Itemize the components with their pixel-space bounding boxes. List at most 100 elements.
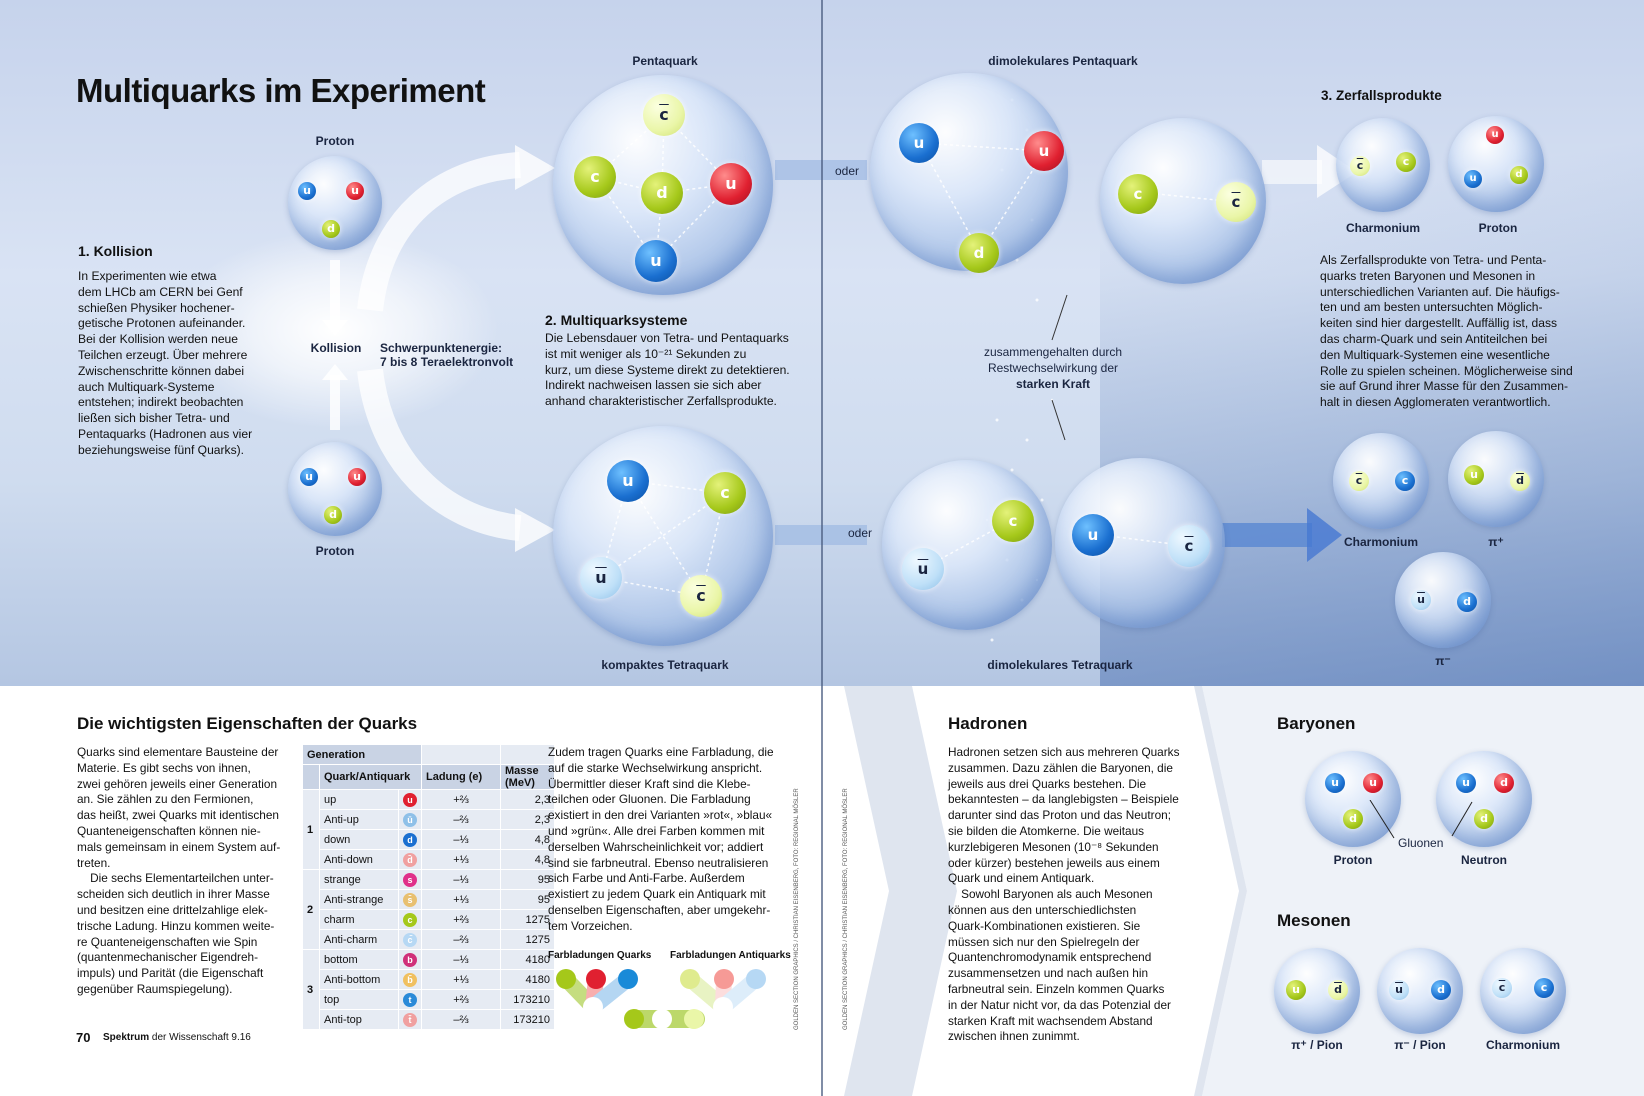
generation-cell: 3 (303, 950, 319, 1029)
text-line: In Experimenten wie etwa (78, 269, 217, 283)
text-line: teilchen oder Gluonen. Die Farbladung (548, 792, 751, 807)
hadronen-heading: Hadronen (948, 714, 1028, 733)
pentaquark-label: Pentaquark (632, 54, 698, 68)
text-line: auch Multiquark-Systeme (78, 379, 215, 394)
mesonen-heading: Mesonen (1277, 911, 1351, 930)
text-line: re Quanteneigenschaften wie Spin (77, 934, 258, 949)
pi-minus-sphere: u d (1395, 552, 1491, 648)
text-line: kurz, um diese Systeme direkt zu detekti… (545, 362, 790, 377)
oder-label-2: oder (848, 526, 873, 540)
pion-plus-sphere: u d (1274, 948, 1360, 1034)
quark-anti-c: c (1349, 471, 1369, 491)
quark-u: u (899, 123, 939, 163)
text-line: zusammensetzen und nach außen hin (948, 966, 1149, 981)
text-line: Teilchen erzeugt. Über mehrere (78, 347, 248, 362)
quark-symbol-cell: d (399, 830, 421, 849)
text-line: Zwischenschritte können dabei (78, 363, 245, 378)
mass-cell: 4,8 (501, 850, 554, 869)
text-line: impuls) und Parität (die Eigenschaft (77, 966, 264, 981)
quark-symbol-cell: s (399, 870, 421, 889)
text-line: und »grün«. Alle drei Farben kommen mit (548, 823, 765, 838)
charmonium-meson-label: Charmonium (1485, 1038, 1560, 1052)
tetraquark-label: kompaktes Tetraquark (601, 658, 729, 672)
quark-u: u (1456, 773, 1476, 793)
text-line: Die sechs Elementarteilchen unter- (77, 871, 274, 886)
quark-u: u (1486, 126, 1504, 144)
text-line: den Multiquark-Systemen eine wesentliche (1320, 347, 1550, 362)
bound-label-1: zusammengehalten durch (983, 345, 1123, 359)
text-line: Pentaquarks (Hadronen aus vier (78, 426, 253, 441)
text-line: keiten sind hier dargestellt. Auffällig … (1320, 316, 1558, 331)
quark-u: u (635, 240, 677, 282)
quark-symbol-icon: b (403, 952, 417, 967)
text-line: getische Protonen aufeinander. (78, 316, 246, 331)
section1-heading: 1. Kollision (78, 243, 153, 259)
page-spine (821, 0, 823, 1096)
quark-anti-d: d (1328, 980, 1348, 1000)
dimol-tetra-sphere-2: u c (1055, 458, 1225, 628)
quark-d: d (1457, 592, 1477, 612)
pentaquark-sphere: c c d u u (553, 75, 773, 295)
kollision-label: Kollision (310, 341, 362, 355)
quark-symbol-icon: c (403, 912, 417, 927)
quark-symbol-cell: t̄ (399, 1010, 421, 1029)
text-line: Materie. Es gibt sechs von ihnen, (77, 760, 251, 775)
quark-name-cell: up (320, 790, 398, 809)
quark-name-cell: bottom (320, 950, 398, 969)
quark-name-cell: charm (320, 910, 398, 929)
quark-symbol-cell: c (399, 910, 421, 929)
section3-heading: 3. Zerfallsprodukte (1321, 88, 1442, 103)
quark-name-cell: Anti-charm (320, 930, 398, 949)
quark-d: d (959, 233, 999, 273)
text-line: sind sie farbneutral. Ebenso neutralisie… (548, 855, 769, 870)
quark-u: u (607, 460, 649, 502)
pi-plus-sphere: u d (1448, 431, 1544, 527)
quark-d: d (1474, 809, 1494, 829)
quark-symbol-cell: b̄ (399, 970, 421, 989)
text-line: denselben Eigenschaften, aber umgekehr- (548, 902, 771, 917)
text-line: Sowohl Baryonen als auch Mesonen (948, 887, 1153, 902)
text-line: schießen Physiker hochener- (78, 300, 235, 315)
quark-c: c (1396, 152, 1416, 172)
page-title: Multiquarks im Experiment (76, 72, 486, 109)
text-line: an. Sie zählen zu den Fermionen, (77, 792, 254, 807)
table-header-charge: Ladung (e) (422, 765, 500, 789)
quark-u: u (300, 468, 318, 486)
text-line: Als Zerfallsprodukte von Tetra- und Pent… (1320, 253, 1547, 267)
flow-arrows (322, 145, 822, 552)
charge-cell: –⅔ (422, 1010, 500, 1029)
charmonium-label-2: Charmonium (1343, 535, 1418, 549)
quarks-heading: Die wichtigsten Eigenschaften der Quarks (77, 714, 418, 733)
quark-anti-c: c (1492, 978, 1512, 998)
charmonium-sphere-1: c c (1336, 118, 1430, 212)
text-line: Indirekt nachweisen lassen sie sich aber (545, 378, 762, 393)
gluon-lines (600, 480, 726, 597)
charge-cell: +⅔ (422, 990, 500, 1009)
charge-cell: +⅓ (422, 890, 500, 909)
text-line: Übermittler dieser Kraft sind die Klebe- (548, 776, 751, 791)
text-line: auf die starke Wechselwirkung anspricht. (548, 760, 763, 775)
quark-c: c (992, 500, 1034, 542)
text-line: Bei der Kollision werden neue (78, 332, 239, 347)
mass-cell: 173210 (501, 1010, 554, 1029)
text-line: Zudem tragen Quarks eine Farbladung, die (548, 745, 774, 759)
text-line: tem Vorzeichen. (548, 918, 633, 933)
text-line: dem LHCb am CERN bei Genf (78, 284, 243, 299)
text-line: quarks treten Baryonen und Mesonen in (1320, 268, 1536, 283)
quarks-col3: Zudem tragen Quarks eine Farbladung, die… (548, 745, 788, 935)
quark-u: u (1464, 465, 1484, 485)
quark-d: d (1494, 773, 1514, 793)
mass-cell: 2,3 (501, 790, 554, 809)
text-line: Die Lebensdauer von Tetra- und Pentaquar… (545, 331, 789, 345)
quark-u: u (710, 163, 752, 205)
text-line: Quanteneigenschaften können nie- (77, 823, 261, 838)
quark-name-cell: top (320, 990, 398, 1009)
neutron-baryon-sphere: u d d (1436, 751, 1532, 847)
section2-heading: 2. Multiquarksysteme (545, 312, 688, 328)
generation-cell: 1 (303, 790, 319, 869)
quark-u: u (1024, 131, 1064, 171)
